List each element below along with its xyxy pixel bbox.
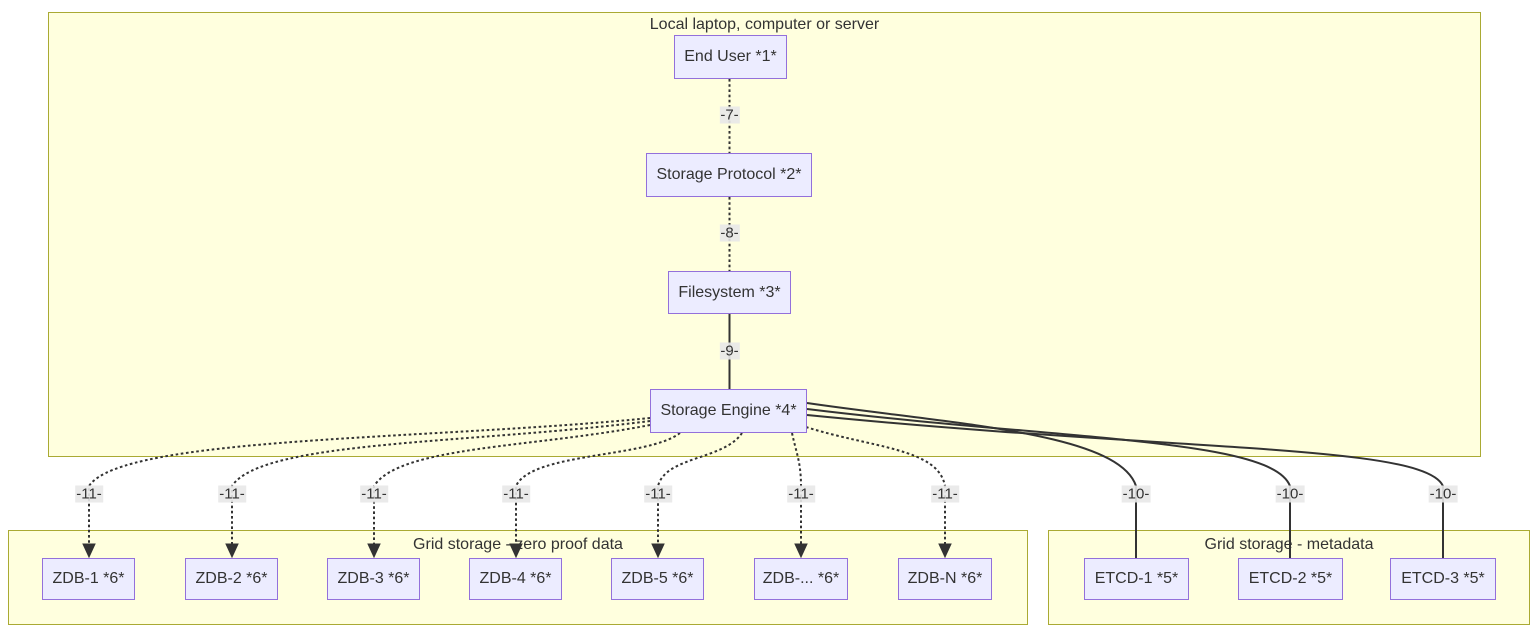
node-filesystem: Filesystem *3* [668, 271, 791, 314]
container-local-laptop-label: Local laptop, computer or server [649, 16, 880, 33]
node-zdb-dots-label: ZDB-... *6* [762, 570, 840, 587]
container-grid-storage-zero-proof-label: Grid storage - zero proof data [413, 536, 623, 553]
node-etcd-2: ETCD-2 *5* [1238, 558, 1343, 600]
node-zdb-5: ZDB-5 *6* [611, 558, 704, 600]
edge-label-11-zdb-3: -11- [360, 485, 388, 503]
node-etcd-3-label: ETCD-3 *5* [1401, 570, 1485, 587]
edge-label-9: -9- [719, 342, 740, 360]
edge-label-11-zdb-5: -11- [644, 485, 672, 503]
node-zdb-n: ZDB-N *6* [898, 558, 992, 600]
node-storage-protocol: Storage Protocol *2* [646, 153, 812, 197]
container-local-laptop: Local laptop, computer or server [48, 12, 1481, 457]
node-zdb-3-label: ZDB-3 *6* [337, 570, 410, 587]
edge-label-11-zdb-1: -11- [75, 485, 103, 503]
node-etcd-3: ETCD-3 *5* [1390, 558, 1496, 600]
container-grid-storage-metadata-label: Grid storage - metadata [1204, 536, 1374, 553]
node-zdb-dots: ZDB-... *6* [754, 558, 848, 600]
edge-label-10-etcd-3: -10- [1428, 485, 1458, 503]
edge-label-10-etcd-1: -10- [1121, 485, 1151, 503]
edge-label-11-zdb-2: -11- [218, 485, 246, 503]
node-zdb-2-label: ZDB-2 *6* [195, 570, 268, 587]
node-storage-protocol-label: Storage Protocol *2* [656, 166, 802, 183]
edge-label-7: -7- [719, 106, 740, 124]
node-zdb-4: ZDB-4 *6* [469, 558, 562, 600]
edge-label-10-etcd-2: -10- [1275, 485, 1305, 503]
node-zdb-4-label: ZDB-4 *6* [479, 570, 552, 587]
edge-label-11-zdb-4: -11- [502, 485, 530, 503]
node-zdb-2: ZDB-2 *6* [185, 558, 278, 600]
node-zdb-1-label: ZDB-1 *6* [52, 570, 125, 587]
node-zdb-3: ZDB-3 *6* [327, 558, 420, 600]
node-etcd-1-label: ETCD-1 *5* [1094, 570, 1179, 587]
node-zdb-5-label: ZDB-5 *6* [621, 570, 694, 587]
node-storage-engine-label: Storage Engine *4* [660, 402, 797, 419]
node-zdb-n-label: ZDB-N *6* [907, 570, 983, 587]
node-zdb-1: ZDB-1 *6* [42, 558, 135, 600]
edge-label-8: -8- [719, 224, 740, 242]
edge-label-11-zdb-dots: -11- [787, 485, 815, 503]
edge-label-11-zdb-n: -11- [931, 485, 959, 503]
node-end-user: End User *1* [674, 35, 787, 79]
node-filesystem-label: Filesystem *3* [678, 283, 781, 301]
node-etcd-1: ETCD-1 *5* [1084, 558, 1189, 600]
node-etcd-2-label: ETCD-2 *5* [1248, 570, 1333, 587]
node-storage-engine: Storage Engine *4* [650, 389, 807, 433]
node-end-user-label: End User *1* [684, 48, 777, 65]
